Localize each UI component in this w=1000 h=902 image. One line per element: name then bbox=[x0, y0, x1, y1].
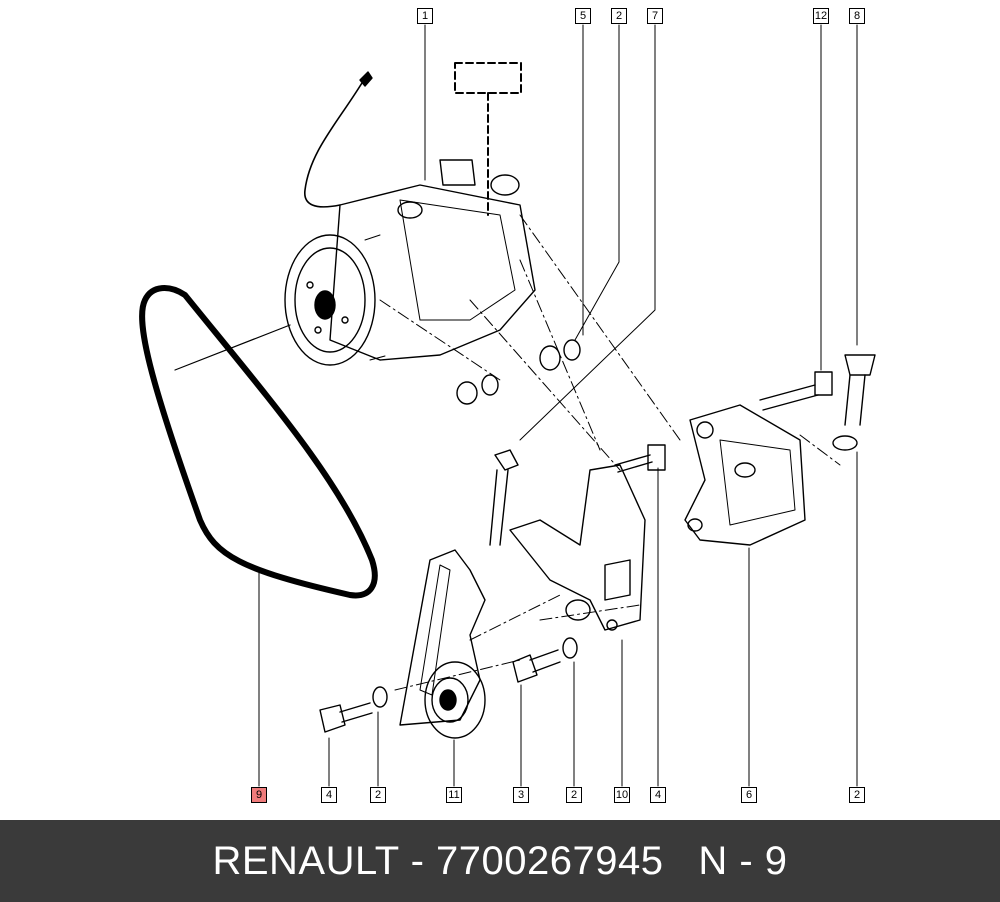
tensioner-pulley bbox=[399, 549, 486, 739]
part-number-banner: RENAULT - 7700267945 N - 9 bbox=[0, 820, 1000, 902]
parts-diagram: 1 5 2 7 12 8 9 4 2 11 3 2 10 4 6 2 bbox=[139, 8, 876, 803]
callout-2: 2 bbox=[849, 787, 865, 803]
callout-6: 6 bbox=[741, 787, 757, 803]
callout-8: 8 bbox=[849, 8, 865, 24]
ac-compressor bbox=[284, 71, 536, 366]
callout-4: 4 bbox=[650, 787, 666, 803]
leader-lines bbox=[258, 24, 858, 787]
assembly-lines bbox=[379, 214, 841, 691]
bolts bbox=[319, 354, 876, 733]
callout-5: 5 bbox=[575, 8, 591, 24]
nuts-washers-top bbox=[456, 339, 581, 405]
drive-belt bbox=[139, 285, 378, 599]
callout-4: 4 bbox=[321, 787, 337, 803]
callout-2: 2 bbox=[370, 787, 386, 803]
callout-3: 3 bbox=[513, 787, 529, 803]
lower-bracket bbox=[509, 464, 646, 631]
callout-1: 1 bbox=[417, 8, 433, 24]
exploded-view-drawing bbox=[139, 24, 876, 787]
part-number-text: RENAULT - 7700267945 N - 9 bbox=[212, 838, 788, 883]
callout-9-highlighted: 9 bbox=[251, 787, 267, 803]
callout-7: 7 bbox=[647, 8, 663, 24]
callout-2: 2 bbox=[611, 8, 627, 24]
callout-12: 12 bbox=[813, 8, 829, 24]
callout-10: 10 bbox=[614, 787, 630, 803]
callout-11: 11 bbox=[446, 787, 462, 803]
callout-2: 2 bbox=[566, 787, 582, 803]
mounting-bracket bbox=[684, 404, 806, 546]
dashed-reference-box bbox=[454, 62, 522, 94]
